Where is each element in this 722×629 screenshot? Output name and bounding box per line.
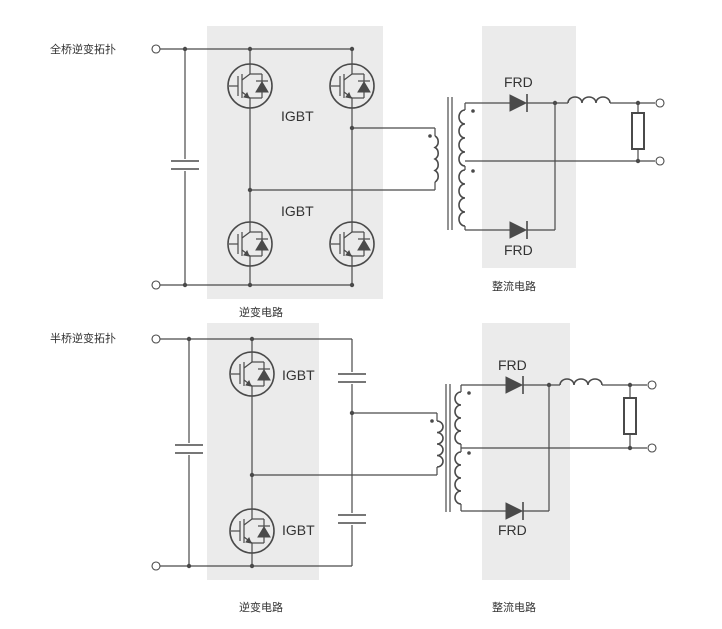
rectifier-panel-full xyxy=(482,26,576,268)
igbt-label-bottom-full: IGBT xyxy=(281,203,314,219)
inverter-caption-full: 逆变电路 xyxy=(239,305,283,319)
transformer-secondary-lower xyxy=(458,169,466,227)
igbt-label-top-half: IGBT xyxy=(282,367,315,383)
frd-top-half xyxy=(505,376,524,394)
inverter-caption-half: 逆变电路 xyxy=(239,600,283,614)
transformer-primary xyxy=(433,135,439,183)
output-inductor-half xyxy=(559,378,603,386)
input-terminal-top xyxy=(151,44,161,54)
full-bridge-title: 全桥逆变拓扑 xyxy=(50,42,116,56)
igbt-label-bottom-half: IGBT xyxy=(282,522,315,538)
rectifier-caption-full: 整流电路 xyxy=(492,279,536,293)
input-terminal-top-half xyxy=(151,334,161,344)
load-resistor-half xyxy=(623,397,637,435)
transformer-secondary-upper xyxy=(458,109,466,167)
output-inductor-full xyxy=(567,96,611,104)
frd-bottom-half xyxy=(505,502,524,520)
full-bridge-diagram: 全桥逆变拓扑 IGBT IGBT FRD FRD 逆变电路 整流电路 xyxy=(50,26,665,319)
transformer-secondary-upper-half xyxy=(454,391,462,445)
transformer-secondary-lower-half xyxy=(454,451,462,505)
split-capacitor-top xyxy=(337,373,367,383)
rectifier-caption-half: 整流电路 xyxy=(492,600,536,614)
frd-bottom-full xyxy=(509,221,528,239)
half-bridge-diagram: 半桥逆变拓扑 IGBT IGBT FRD FRD 逆变电路 整流电路 xyxy=(50,323,657,614)
dc-capacitor-half xyxy=(174,444,204,454)
input-terminal-bottom xyxy=(151,280,161,290)
inverter-panel-full xyxy=(207,26,383,299)
frd-label-top-half: FRD xyxy=(498,357,527,373)
igbt-label-top-full: IGBT xyxy=(281,108,314,124)
frd-top-full xyxy=(509,94,528,112)
load-resistor-full xyxy=(631,112,645,150)
frd-label-bottom-half: FRD xyxy=(498,522,527,538)
frd-label-bottom-full: FRD xyxy=(504,242,533,258)
frd-label-top-full: FRD xyxy=(504,74,533,90)
rectifier-panel-half xyxy=(482,323,570,580)
input-terminal-bottom-half xyxy=(151,561,161,571)
transformer-primary-half xyxy=(436,420,444,468)
split-capacitor-bottom xyxy=(337,514,367,524)
dc-capacitor xyxy=(170,160,200,170)
half-bridge-title: 半桥逆变拓扑 xyxy=(50,331,116,345)
